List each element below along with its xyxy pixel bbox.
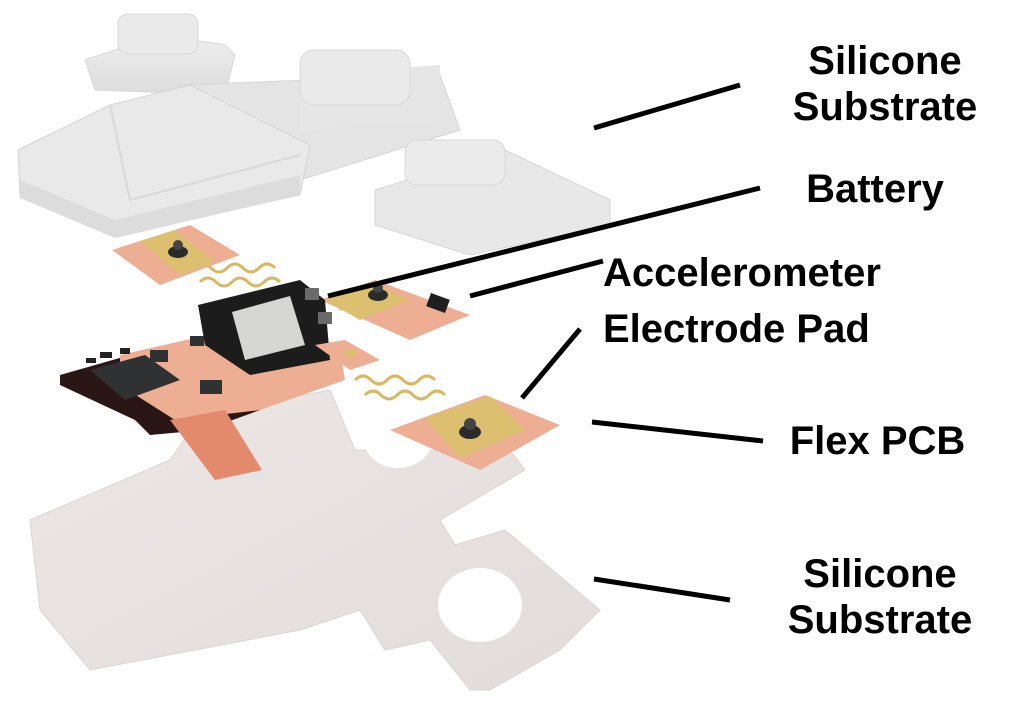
battery [198, 280, 332, 375]
bottom-silicone-substrate [29, 389, 601, 691]
pcb-tail [170, 410, 262, 480]
electrode-pad-top-right [320, 280, 470, 340]
pcb-smd-component [120, 348, 130, 354]
leader-electrode-pad [520, 327, 582, 400]
snap-connector [168, 246, 188, 258]
top-substrate-bump-upper [117, 13, 199, 55]
flex-pcb [60, 225, 560, 480]
electrode-pad-top-left [112, 225, 240, 285]
pcb-small-chip [200, 380, 222, 394]
serpentine-interconnect-left [193, 262, 282, 288]
label-silicone-substrate-bottom: Silicone Substrate [765, 551, 995, 643]
battery-terminal [318, 312, 332, 324]
leader-silicone-bottom [593, 576, 731, 603]
label-line: Substrate [787, 598, 973, 642]
battery-terminal [305, 288, 319, 300]
top-substrate-bump-right [299, 49, 411, 106]
leader-lines [327, 82, 764, 603]
label-silicone-substrate-top: Silicone Substrate [770, 38, 1000, 130]
snap-connector [368, 289, 388, 301]
leader-accelerometer [469, 258, 604, 299]
snap-connector [459, 425, 481, 439]
top-substrate-dome-ridge [109, 104, 301, 202]
leader-flex-pcb [591, 419, 764, 444]
pcb-small-chip [190, 336, 204, 346]
battery-face [232, 296, 305, 360]
accelerometer-chip [426, 293, 450, 313]
label-electrode-pad: Electrode Pad [603, 307, 870, 351]
pcb-main-board [60, 330, 345, 480]
top-silicone-substrate [17, 13, 611, 256]
label-line: Substrate [792, 85, 978, 129]
label-line: Silicone [803, 552, 957, 596]
leader-battery [327, 185, 761, 299]
pcb-small-chip [150, 350, 168, 362]
electrode-pad-bottom-right [390, 395, 560, 470]
label-battery: Battery [806, 167, 944, 211]
pcb-smd-component [100, 352, 112, 358]
label-flex-pcb: Flex PCB [789, 419, 966, 463]
bottom-substrate-hole-lower [438, 568, 522, 642]
top-substrate-dome-base [20, 175, 300, 238]
label-accelerometer: Accelerometer [603, 251, 881, 295]
pcb-smd-component [86, 358, 96, 363]
top-substrate-bump-lower [404, 139, 506, 186]
leader-silicone-top [593, 82, 741, 131]
label-line: Silicone [808, 39, 962, 83]
pcb-main-chip [90, 355, 180, 400]
